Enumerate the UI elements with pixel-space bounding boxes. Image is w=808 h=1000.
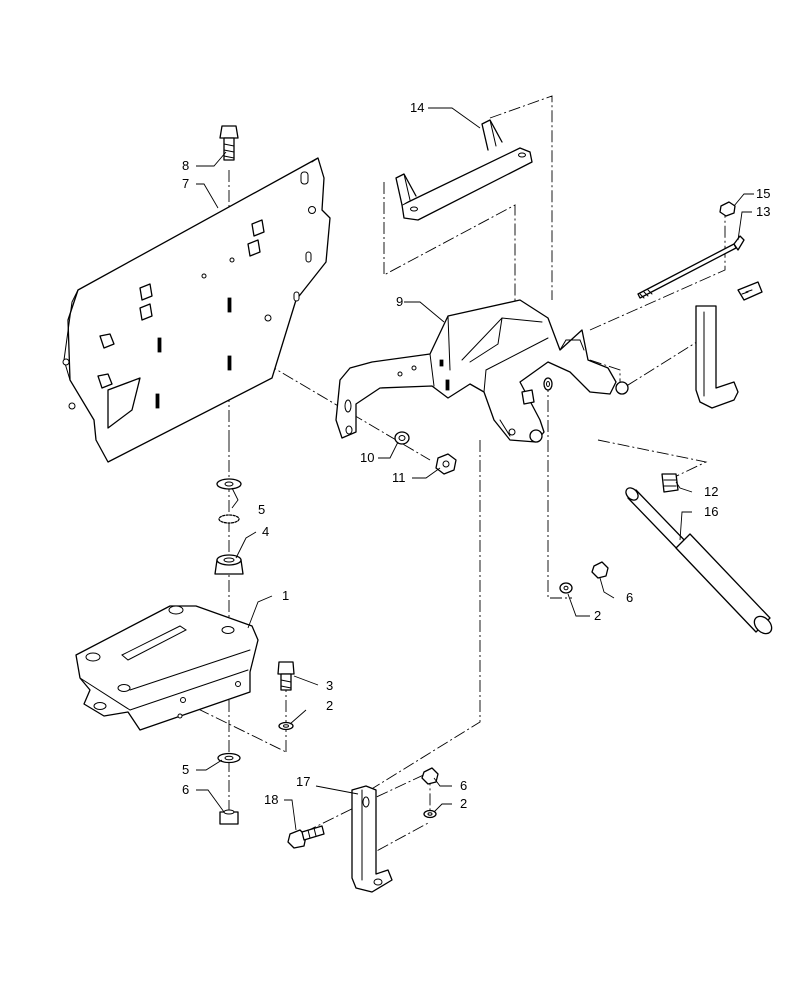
callout-16: 16 [704,504,718,519]
callout-4: 4 [262,524,269,539]
part-9-arm-bracket [335,299,629,443]
callout-7: 7 [182,176,189,191]
arm-hardware [521,377,553,405]
callout-6-bottom: 6 [460,778,467,793]
callout-13: 13 [756,204,770,219]
callout-2-right: 2 [594,608,601,623]
callout-6-right: 6 [626,590,633,605]
part-5-washer-upper [216,478,242,490]
callout-2-bottom: 2 [460,796,467,811]
right-mount-bracket [695,281,763,409]
callout-10: 10 [360,450,374,465]
part-6-nut-right [591,561,609,579]
callout-5-lower: 5 [182,762,189,777]
callout-2-base: 2 [326,698,333,713]
part-6-nut-lower [219,809,239,825]
callout-12: 12 [704,484,718,499]
callout-leaders [196,107,754,831]
part-4-grommet [214,554,244,575]
callout-11: 11 [392,470,406,485]
callout-1: 1 [282,588,289,603]
callout-17: 17 [296,774,310,789]
part-6-nut-bottom [421,767,439,785]
callout-15: 15 [756,186,770,201]
part-15-nut [719,201,736,217]
part-1-base-bracket [75,605,259,731]
part-14-upper-bracket [395,119,533,221]
part-7-mounting-plate [62,157,331,463]
part-2-washer-right [559,582,573,594]
callout-numbers: 8 7 14 15 13 9 10 11 12 16 5 4 1 2 6 3 2… [182,100,770,811]
callout-8: 8 [182,158,189,173]
part-13-rod [637,235,745,299]
part-11-nut [435,453,457,475]
part-18-bolt [287,825,325,849]
part-2-washer-base [278,721,294,731]
plate-studs [97,219,265,389]
callout-5-upper: 5 [258,502,265,517]
part-3-bolt [277,661,295,691]
part-17-support-strap [351,785,393,893]
callout-14: 14 [410,100,424,115]
part-2-washer-bottom [423,809,437,819]
callout-3: 3 [326,678,333,693]
part-10-washer [394,431,410,445]
part-lock-washer [218,514,240,524]
part-8-bolt [219,125,239,161]
callout-18: 18 [264,792,278,807]
part-5-washer-lower [217,752,241,764]
part-16-gas-strut [625,487,773,635]
callout-9: 9 [396,294,403,309]
part-12-fitting [661,473,679,493]
callout-6-lower: 6 [182,782,189,797]
